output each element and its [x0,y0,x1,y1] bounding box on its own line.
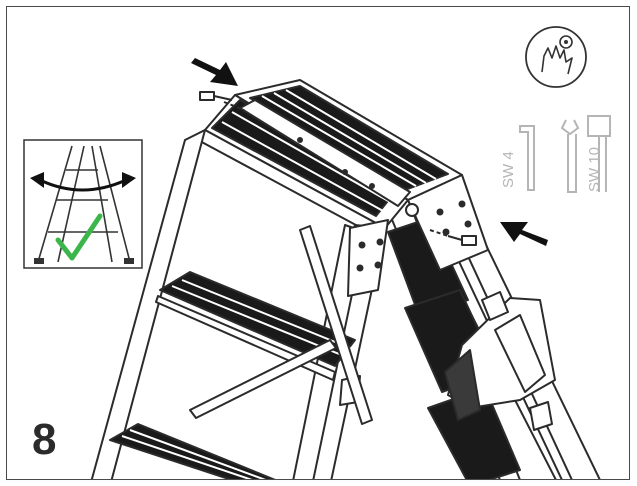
rear-rail-plate [405,174,489,271]
wrench-icon [560,115,611,193]
bolt-right [429,229,477,246]
allen-key-icon [519,125,535,191]
top-platform [197,79,463,239]
cross-brace [189,225,373,425]
arrow-bolt-left-icon [191,58,238,86]
wrench-size-label: SW 10 [586,146,603,192]
step-number: 8 [32,415,57,464]
arrow-bolt-right-icon [500,222,548,246]
inset-panel [23,139,143,269]
checkmark-icon [55,213,103,261]
allen-key-size-label: SW 4 [500,151,517,188]
bolt-left [199,91,245,111]
hinge-bracket [444,291,556,431]
hand-tighten-icon [525,26,587,88]
spread-arrows-icon [30,172,136,192]
